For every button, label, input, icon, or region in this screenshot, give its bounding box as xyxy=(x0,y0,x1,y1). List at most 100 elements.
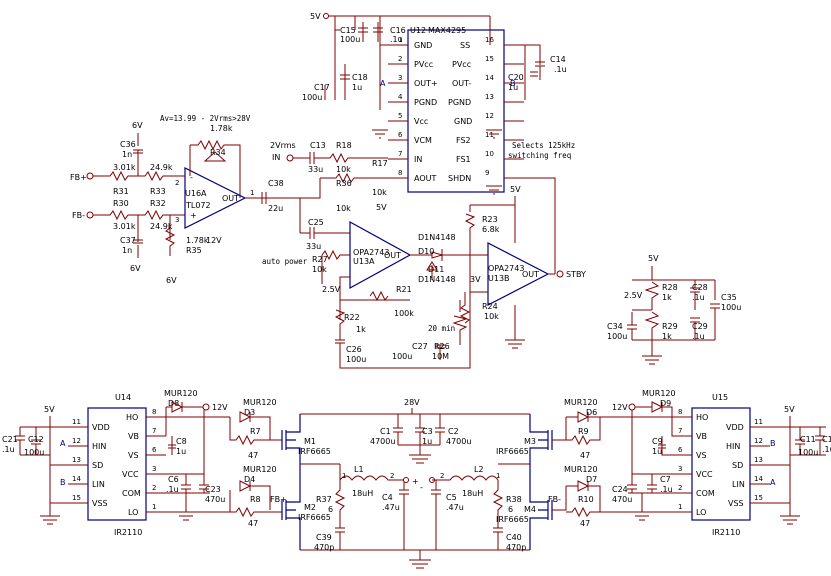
u15-right-wires xyxy=(770,416,826,510)
u12-pin-name: PVcc xyxy=(452,60,471,69)
l2-pin: 1 xyxy=(496,472,500,480)
d10-ref: D10 xyxy=(418,247,434,256)
r30-val: 3.01k xyxy=(113,222,136,231)
c1-ref: C1 xyxy=(380,427,391,436)
c35-val: 100u xyxy=(721,303,741,312)
u13b-part: OPA2743 xyxy=(488,264,524,273)
u12-pin-num: 4 xyxy=(398,93,403,101)
l1-ref: L1 xyxy=(354,465,364,474)
u15-pin-name: SD xyxy=(732,461,743,470)
u12-pin-num: 10 xyxy=(485,150,494,158)
u16a-pin3: 3 xyxy=(175,216,179,224)
u14-pin-name: VCC xyxy=(122,470,139,479)
r18-ref: R18 xyxy=(336,141,352,150)
u14-pin-name: HIN xyxy=(92,442,106,451)
out-plus-node[interactable] xyxy=(403,477,409,483)
u15-ref: U15 xyxy=(712,393,728,402)
r33-ref: R33 xyxy=(150,187,166,196)
r36-ref: R36 xyxy=(336,179,352,188)
r37-val: 6 xyxy=(328,505,333,514)
u13a-ref: U13A xyxy=(353,257,375,266)
u14-pin-num: 11 xyxy=(72,418,81,426)
u15-supply-wires xyxy=(627,401,686,494)
r8-ref: R8 xyxy=(250,495,261,504)
u14-stubs xyxy=(68,416,166,513)
c4-ref: C4 xyxy=(382,493,393,502)
in-net: IN xyxy=(272,153,280,162)
v5-u13a: 5V xyxy=(376,203,387,212)
net-a-u14: A xyxy=(60,439,66,448)
ground-icon xyxy=(176,493,196,521)
v6-c37: 6V xyxy=(130,264,141,273)
d8-part: MUR120 xyxy=(164,389,198,398)
c29-ref: C29 xyxy=(692,322,708,331)
l2-ref: L2 xyxy=(474,465,484,474)
stby-port[interactable] xyxy=(556,270,564,278)
c23-ref: C23 xyxy=(205,485,221,494)
mixer-wires xyxy=(280,152,388,239)
v5-u13b: 5V xyxy=(510,185,521,194)
c14-ref: C14 xyxy=(550,55,566,64)
net-b-u14: B xyxy=(60,478,66,487)
c38-cap xyxy=(261,192,267,204)
d10-part: D1N4148 xyxy=(418,233,456,242)
u15-pin-name: HO xyxy=(696,413,708,422)
c20-val: 1u xyxy=(508,83,518,92)
u12-pin-name: OUT+ xyxy=(414,79,438,88)
c25-ref: C25 xyxy=(308,218,324,227)
fb-plus-port[interactable] xyxy=(86,172,94,180)
u12-pin-name: FS2 xyxy=(456,136,471,145)
u12-left-stubs xyxy=(388,44,408,179)
c34-ref: C34 xyxy=(607,322,623,331)
net-b-label: B xyxy=(510,79,516,88)
r34-ref: R34 xyxy=(210,148,226,157)
fb-plus-node: FB+ xyxy=(270,495,287,504)
m4-gate-drive xyxy=(552,480,666,518)
u13b-wires xyxy=(459,196,555,349)
v6-r35: 6V xyxy=(166,276,177,285)
v12-node-right xyxy=(628,403,636,411)
u14-part: IR2110 xyxy=(114,528,142,537)
u14-pin-num: 2 xyxy=(152,484,156,492)
c39-val: 470p xyxy=(314,543,334,552)
gain-note: Av=13.99 - 2Vrms>28V xyxy=(160,114,251,123)
u12-pin-name: AOUT xyxy=(414,174,436,183)
c11-ref: C11 xyxy=(800,435,816,444)
ground-icon xyxy=(486,185,502,195)
v12-u15: 12V xyxy=(612,403,628,412)
u12-pin-name: FS1 xyxy=(456,155,471,164)
c34-val: 100u xyxy=(607,332,627,341)
r8-val: 47 xyxy=(248,519,258,528)
c6-val: .1u xyxy=(166,485,179,494)
c5-val: .47u xyxy=(446,503,464,512)
u15-pin-name: LO xyxy=(696,508,706,517)
c36-val: 1n xyxy=(122,150,132,159)
d4-ref: D4 xyxy=(244,475,255,484)
u15-part: IR2110 xyxy=(712,528,740,537)
c18-ref: C18 xyxy=(352,73,368,82)
c40-ref: C40 xyxy=(506,533,522,542)
r31-val: 3.01k xyxy=(113,163,136,172)
r17-val: 10k xyxy=(372,188,387,197)
autopower-label: auto power xyxy=(262,257,308,266)
u16a-opamp xyxy=(184,167,247,229)
u14-pin-num: 13 xyxy=(72,456,81,464)
c36-ref: C36 xyxy=(120,140,136,149)
c23-val: 470u xyxy=(205,495,225,504)
c29-val: .1u xyxy=(692,332,705,341)
fb-minus-port[interactable] xyxy=(86,211,94,219)
u14-pin-num: 14 xyxy=(72,475,81,483)
v3-label: 3V xyxy=(470,275,481,284)
d11-part: D1N4148 xyxy=(418,275,456,284)
m3-part: IRF6665 xyxy=(496,447,529,456)
r23-val: 6.8k xyxy=(482,225,500,234)
u15-pin-num: 14 xyxy=(754,475,763,483)
in-port[interactable] xyxy=(286,154,294,162)
r29-val: 1k xyxy=(662,332,672,341)
bulk-caps xyxy=(393,408,445,446)
c21-val: .1u xyxy=(2,445,15,454)
u12-pin-num: 5 xyxy=(398,112,402,120)
c20-ref: C20 xyxy=(508,73,524,82)
c18-c17-caps xyxy=(324,64,350,100)
d9-part: MUR120 xyxy=(642,389,676,398)
